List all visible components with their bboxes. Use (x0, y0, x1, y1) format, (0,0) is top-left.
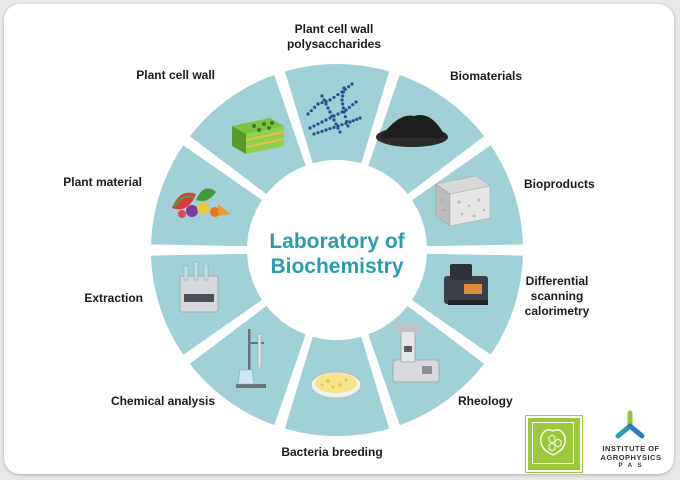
polysaccharide-network-icon (306, 82, 362, 136)
green-lab-logo (525, 415, 583, 473)
polysaccharide-dot (313, 105, 317, 109)
polysaccharide-dot (340, 98, 344, 102)
polysaccharide-dot (324, 118, 328, 122)
hub-title: Laboratory of Biochemistry (269, 229, 404, 279)
extraction-apparatus-icon (179, 261, 219, 313)
label-bioproducts: Bioproducts (524, 177, 595, 191)
label-dsc-line3: calorimetry (524, 304, 590, 318)
label-dsc-line2: scanning (530, 289, 584, 303)
polysaccharide-dot (336, 93, 340, 97)
polysaccharide-dot (309, 109, 313, 113)
polysaccharide-dot (355, 117, 359, 121)
institute-tri-logo-icon (615, 410, 645, 439)
polysaccharide-dot (341, 94, 345, 98)
polysaccharide-dot (324, 102, 328, 106)
polysaccharide-dot (312, 124, 316, 128)
polysaccharide-dot (332, 125, 336, 129)
polysaccharide-dot (316, 131, 320, 135)
polysaccharide-dot (346, 124, 350, 128)
calorimeter-icon (444, 264, 488, 305)
label-biomaterials: Biomaterials (450, 69, 523, 83)
polysaccharide-dot (336, 126, 340, 130)
cell-wall-block-icon (232, 118, 285, 154)
label-rheology: Rheology (458, 394, 513, 408)
polysaccharide-dot (332, 118, 336, 122)
institute-logo-text: INSTITUTE OF AGROPHYSICS P A S (590, 444, 672, 471)
polysaccharide-dot (326, 106, 330, 110)
fruits-vegetables-icon (172, 188, 230, 218)
hub-title-line1: Laboratory of (269, 230, 405, 253)
institute-line1: INSTITUTE OF (602, 444, 660, 453)
polysaccharide-dot (351, 103, 355, 107)
rheometer-icon (392, 324, 440, 383)
polysaccharide-dot (350, 82, 354, 86)
polysaccharide-dot (347, 85, 351, 89)
polysaccharide-dot (312, 132, 316, 136)
polysaccharide-dot (342, 86, 346, 90)
polysaccharide-dot (320, 94, 324, 98)
polysaccharide-dot (341, 102, 345, 106)
polysaccharide-dot (347, 105, 351, 109)
label-plant-material: Plant material (63, 175, 142, 189)
institute-line3: P A S (618, 463, 644, 469)
polysaccharide-dot (358, 116, 362, 120)
label-polysaccharides-line1: Plant cell wall (294, 22, 374, 36)
polysaccharide-dot (328, 127, 332, 131)
polysaccharide-dot (332, 95, 336, 99)
polysaccharide-dot (344, 108, 348, 112)
lab-stand-icon (236, 329, 266, 388)
polysaccharide-dot (320, 129, 324, 133)
polysaccharide-dot (348, 120, 352, 124)
label-chemical: Chemical analysis (110, 394, 215, 408)
label-dsc-line1: Differential (525, 274, 589, 288)
label-bacteria: Bacteria breeding (281, 445, 383, 459)
polysaccharide-dot (324, 128, 328, 132)
polysaccharide-dot (341, 90, 345, 94)
hub-title-line2: Biochemistry (270, 255, 404, 278)
polysaccharide-dot (354, 100, 358, 104)
green-logo-frame (532, 422, 574, 464)
polysaccharide-dot (345, 119, 349, 123)
polysaccharide-dot (316, 102, 320, 106)
polysaccharide-dot (343, 115, 347, 119)
polysaccharide-dot (328, 98, 332, 102)
powder-pile-icon (376, 114, 448, 147)
label-extraction: Extraction (84, 291, 143, 305)
polysaccharide-dot (320, 101, 324, 105)
diagram-card: Laboratory of Biochemistry Plant cell wa… (4, 4, 674, 474)
polysaccharide-dot (320, 120, 324, 124)
polysaccharide-dot (334, 122, 338, 126)
polysaccharide-dot (330, 114, 334, 118)
petri-dish-icon (310, 371, 362, 399)
polysaccharide-dot (340, 123, 344, 127)
label-polysaccharides: Plant cell wall polysaccharides (287, 22, 381, 52)
polysaccharide-dot (322, 98, 326, 102)
label-polysaccharides-line2: polysaccharides (286, 37, 382, 51)
polysaccharide-dot (338, 130, 342, 134)
lab-wheel-diagram (146, 60, 528, 440)
label-plant-cell-wall: Plant cell wall (136, 68, 215, 82)
polysaccharide-dot (342, 110, 346, 114)
polysaccharide-dot (328, 116, 332, 120)
polysaccharide-dot (351, 119, 355, 123)
institute-line2: AGROPHYSICS (600, 453, 662, 462)
polysaccharide-dot (336, 112, 340, 116)
porous-cube-icon (435, 175, 491, 227)
polysaccharide-dot (316, 122, 320, 126)
polysaccharide-dot (308, 126, 312, 130)
label-dsc: Differential scanning calorimetry (525, 274, 590, 319)
hub-circle (251, 164, 423, 336)
polysaccharide-dot (341, 106, 345, 110)
polysaccharide-dot (328, 110, 332, 114)
polysaccharide-dot (306, 112, 310, 116)
ring-segment-chemical (184, 300, 311, 431)
hexagon-apple-icon (540, 429, 566, 456)
